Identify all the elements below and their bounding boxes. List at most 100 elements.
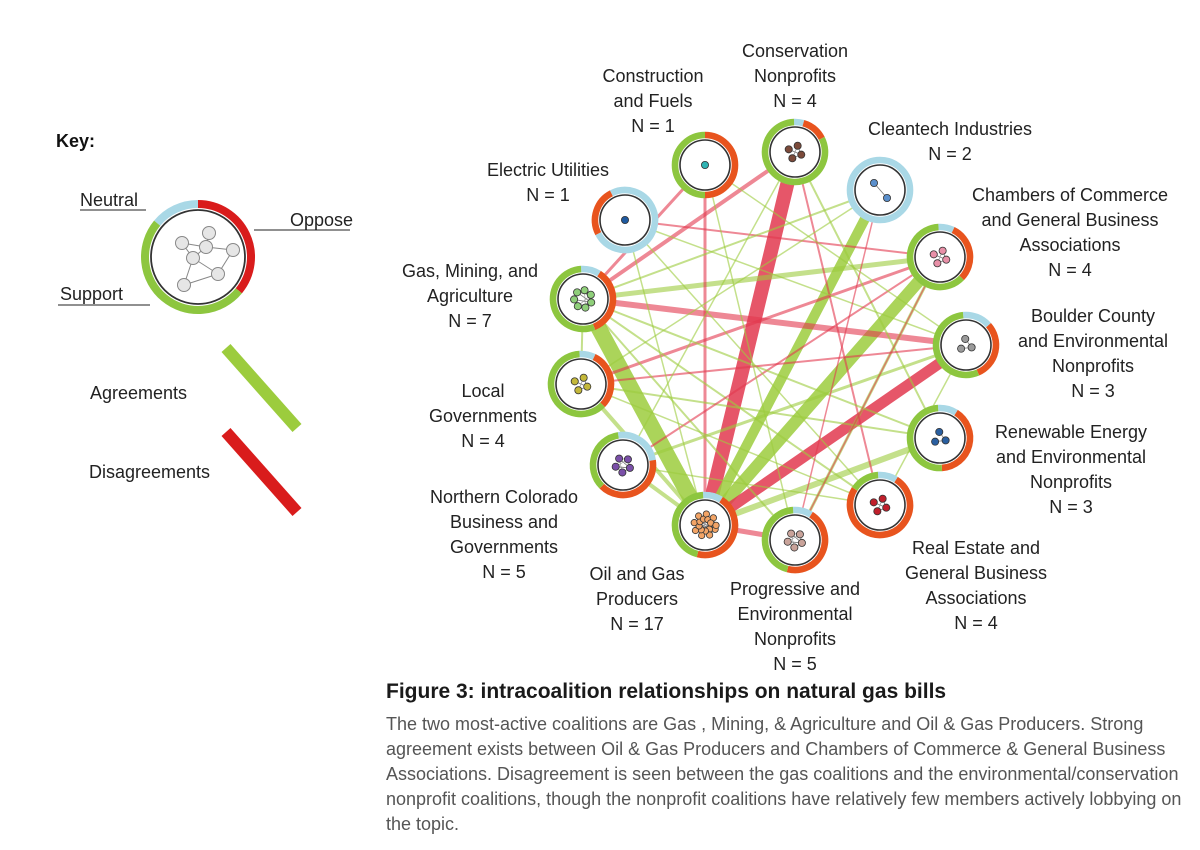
coalition-node-realestate[interactable]: [846, 471, 914, 539]
coalition-label-line: Gas, Mining, and: [402, 261, 538, 281]
coalition-label-line: Electric Utilities: [487, 160, 609, 180]
member-dot: [941, 436, 950, 445]
coalition-label-line: Governments: [429, 406, 537, 426]
member-dot: [795, 530, 804, 539]
caption-title: Figure 3: intracoalition relationships o…: [386, 680, 947, 703]
coalition-node-gasmining[interactable]: [549, 265, 617, 333]
edge-gasmining-oilgas: [575, 291, 713, 533]
node-chambers-oppose-arc: [951, 227, 974, 281]
member-dot: [957, 344, 966, 353]
member-dot: [933, 259, 942, 268]
coalition-node-conservation[interactable]: [761, 118, 829, 186]
node-oilgas-neutral-arc: [702, 491, 723, 503]
edge-boulder-gasmining: [580, 296, 969, 348]
coalition-node-electric[interactable]: [591, 186, 659, 254]
node-inner-circle: [914, 412, 966, 464]
coalition-network-figure: Key: Neutral Oppose Support Agreements D…: [56, 41, 1168, 674]
member-dot: [935, 427, 944, 436]
key-member-dot: [226, 243, 240, 257]
member-dot: [967, 343, 976, 352]
coalition-label-line: N = 4: [773, 91, 817, 111]
coalition-label-line: N = 4: [461, 431, 505, 451]
coalition-label-line: N = 4: [954, 613, 998, 633]
node-cleantech-neutral-arc: [846, 156, 914, 224]
coalition-label-line: Environmental: [737, 604, 852, 624]
node-realestate-neutral-arc: [877, 471, 898, 483]
member-dot: [587, 298, 596, 307]
coalition-node-northern[interactable]: [589, 431, 657, 499]
coalition-label-line: N = 5: [773, 654, 817, 674]
key-example-node: [141, 200, 255, 314]
edge-cleantech-gasmining: [582, 189, 881, 300]
member-dot: [579, 373, 588, 382]
coalition-label-line: N = 3: [1049, 497, 1093, 517]
member-dot: [929, 250, 938, 259]
coalition-node-cleantech[interactable]: [846, 156, 914, 224]
coalition-node-local[interactable]: [547, 350, 615, 418]
coalition-node-renewable[interactable]: [906, 404, 974, 472]
network-edges: [575, 145, 972, 543]
edge-cleantech-progressive: [794, 189, 881, 541]
coalition-label-line: N = 1: [526, 185, 570, 205]
coalition-label-line: Real Estate and: [912, 538, 1040, 558]
node-inner-circle: [679, 499, 731, 551]
key-member-dot: [211, 267, 225, 281]
coalition-label-line: Associations: [1019, 235, 1120, 255]
edge-gasmining-chambers: [580, 254, 943, 302]
edge-electric-boulder: [624, 219, 967, 346]
node-gasmining-oppose-arc: [592, 270, 617, 330]
member-dot: [581, 303, 590, 312]
member-dot: [783, 537, 792, 546]
edge-boulder-oilgas: [699, 339, 972, 531]
coalition-node-oilgas[interactable]: [671, 491, 739, 559]
edge-northern-realestate: [622, 464, 881, 506]
coalition-label-line: Northern Colorado: [430, 487, 578, 507]
key-support-arc: [141, 220, 242, 314]
key-member-dot: [186, 251, 200, 265]
member-dot: [625, 463, 634, 472]
member-dot: [618, 468, 627, 477]
coalition-node-boulder[interactable]: [932, 311, 1000, 379]
member-dot: [869, 498, 878, 507]
member-dot: [573, 288, 582, 297]
node-conservation-neutral-arc: [793, 118, 805, 127]
caption-body: The two most-active coalitions are Gas ,…: [386, 714, 1182, 834]
member-dot: [573, 302, 582, 311]
key-agreements-label: Agreements: [90, 383, 187, 403]
node-gasmining-support-arc: [549, 265, 596, 333]
coalition-node-construction[interactable]: [671, 131, 739, 199]
coalition-label-line: N = 17: [610, 614, 664, 634]
coalition-label-line: Nonprofits: [1052, 356, 1134, 376]
coalition-label-line: N = 7: [448, 311, 492, 331]
coalition-label-line: Chambers of Commerce: [972, 185, 1168, 205]
member-dot: [938, 246, 947, 255]
coalition-label-line: Nonprofits: [754, 629, 836, 649]
edge-local-realestate: [580, 383, 881, 506]
edge-local-renewable: [580, 383, 941, 439]
coalition-label-line: N = 5: [482, 562, 526, 582]
coalition-label-line: N = 2: [928, 144, 972, 164]
node-oilgas-oppose-arc: [696, 496, 739, 559]
node-chambers-support-arc: [906, 223, 964, 291]
member-dot: [570, 295, 579, 304]
node-local-support-arc: [547, 350, 605, 418]
node-northern-support-arc: [589, 432, 619, 489]
node-inner-circle: [940, 319, 992, 371]
coalition-label-line: N = 3: [1071, 381, 1115, 401]
key-member-dot: [199, 240, 213, 254]
node-electric-neutral-arc: [595, 186, 659, 254]
member-dot: [882, 503, 891, 512]
coalition-node-chambers[interactable]: [906, 223, 974, 291]
edge-local-boulder: [580, 344, 967, 385]
member-dot: [873, 507, 882, 516]
coalition-node-progressive[interactable]: [761, 506, 829, 574]
node-realestate-oppose-arc: [846, 476, 914, 539]
coalition-label-line: N = 1: [631, 116, 675, 136]
